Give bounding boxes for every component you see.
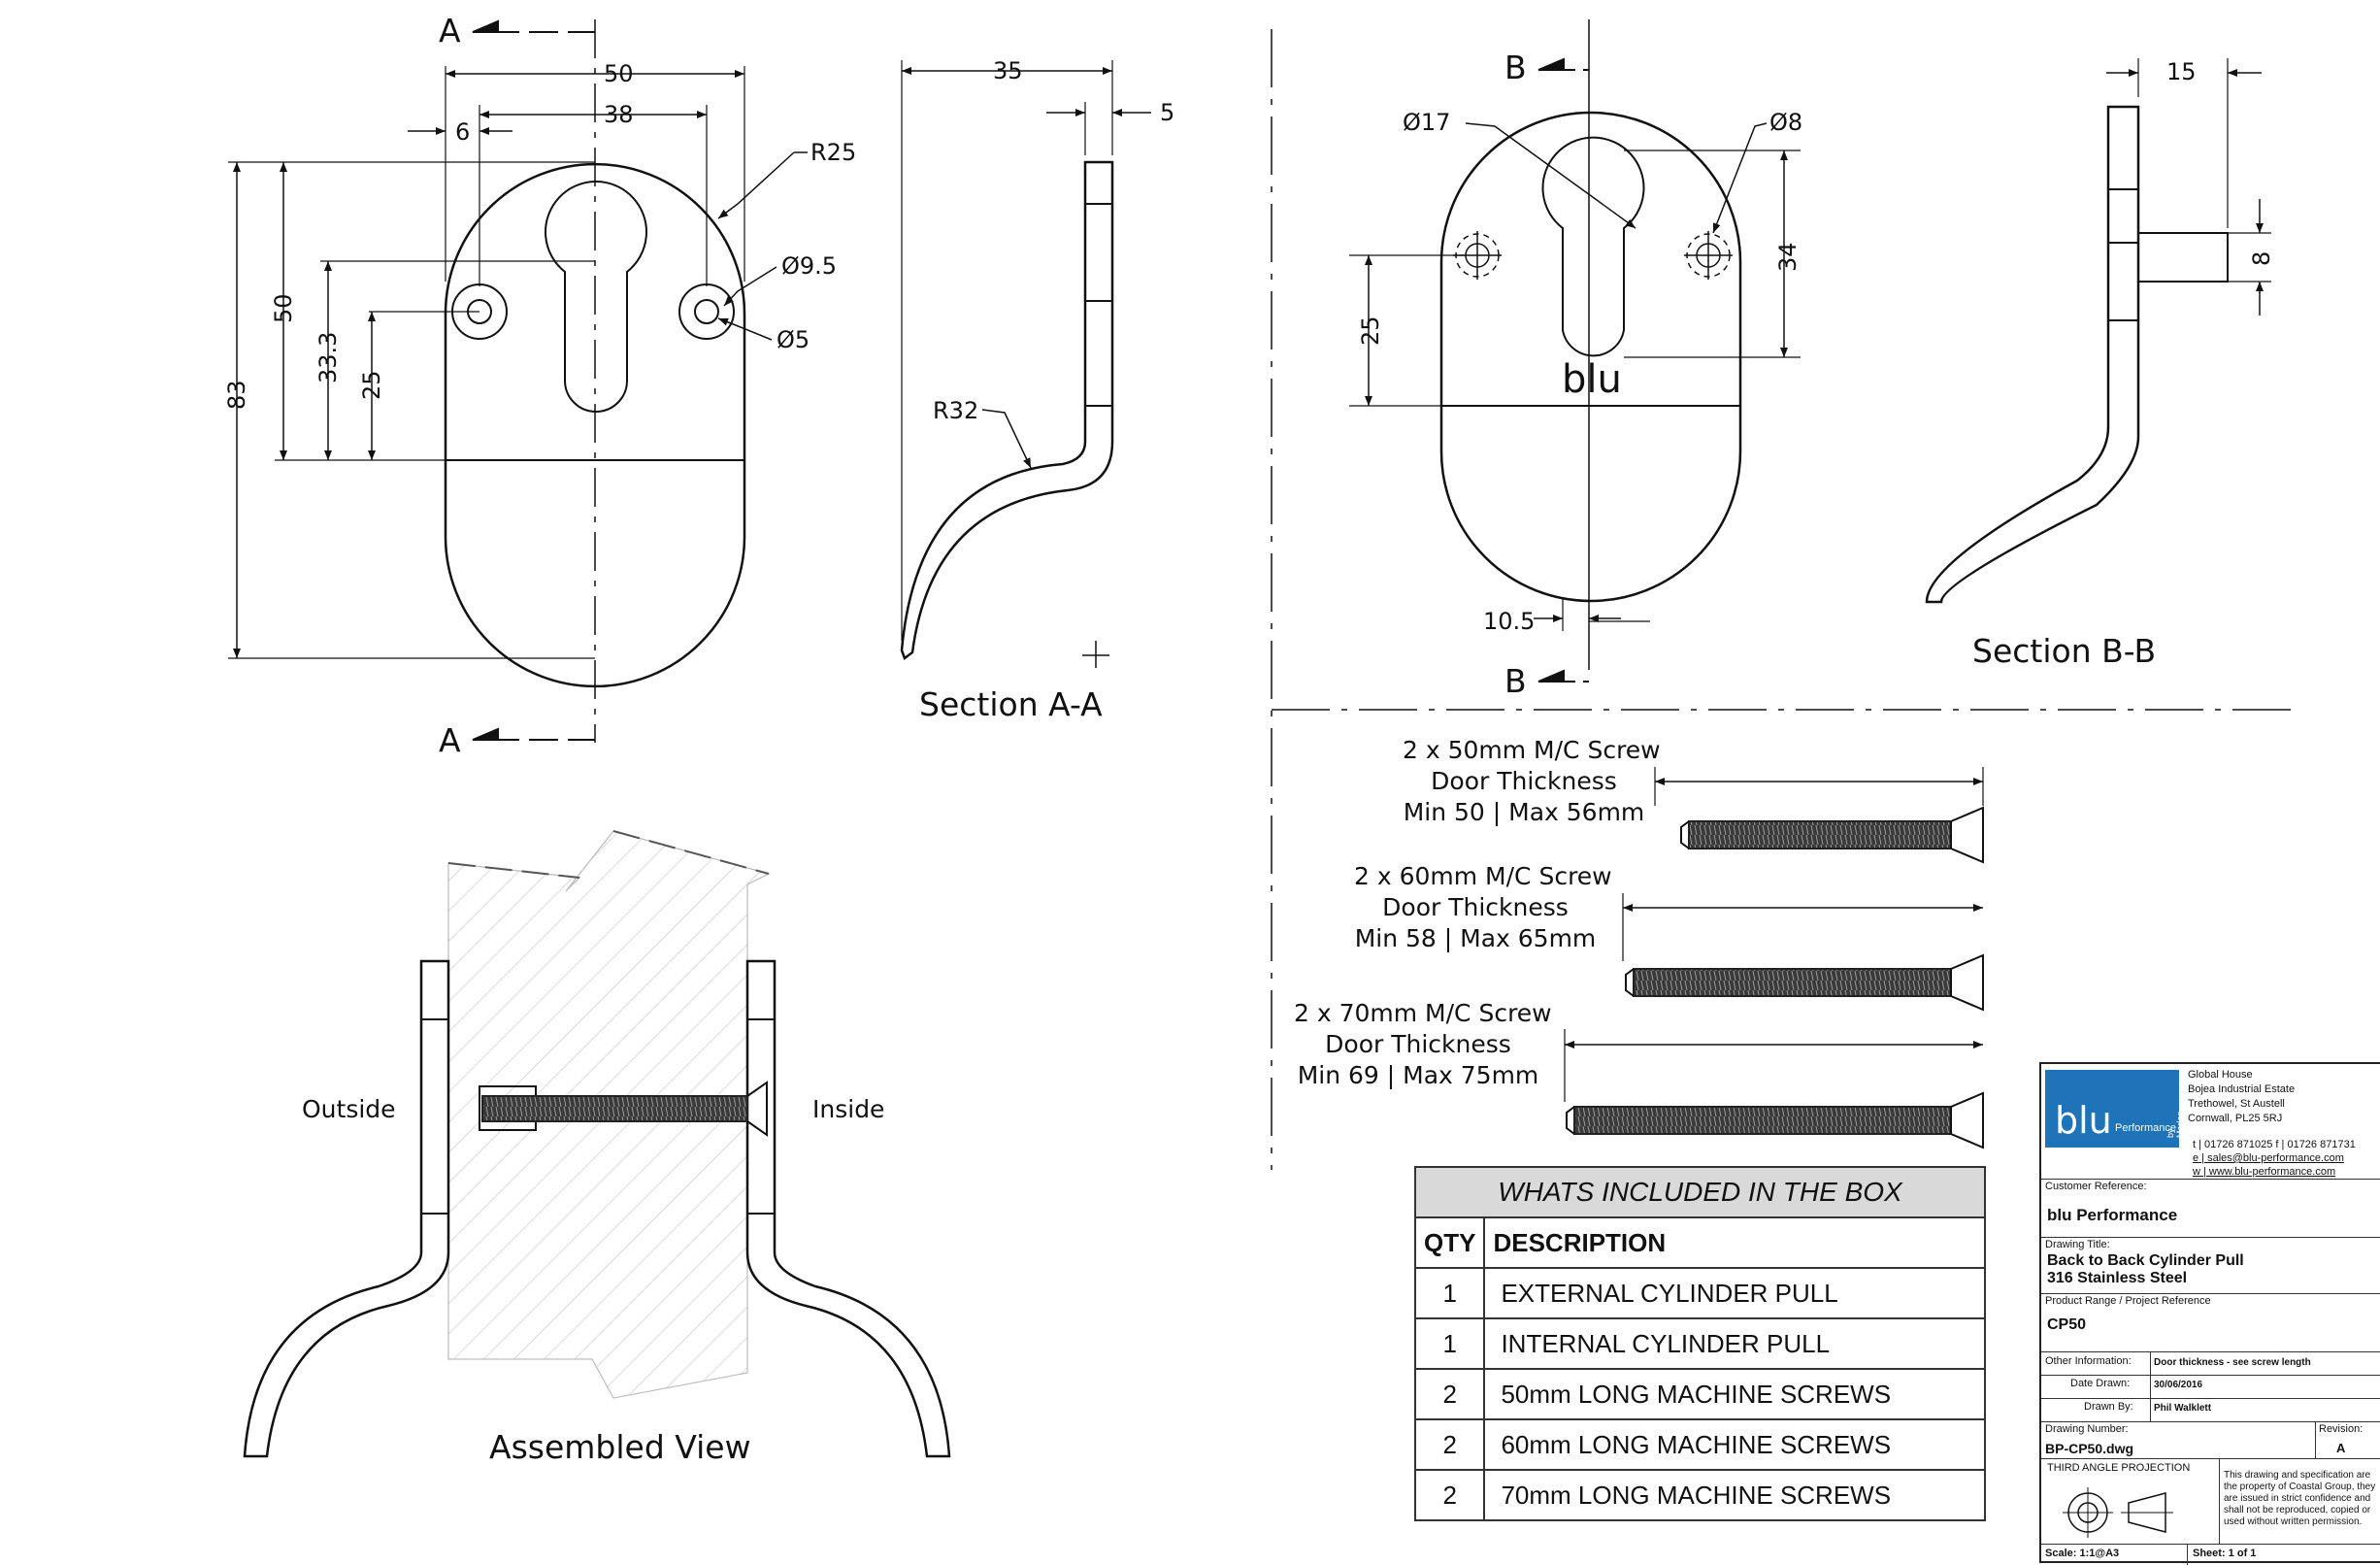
date-label: Date Drawn: — [2070, 1378, 2131, 1389]
revision-value: A — [2336, 1441, 2346, 1455]
company-logo: blu Performance by Marlen — [2045, 1070, 2185, 1148]
bom-qty: 1 — [1413, 1317, 1486, 1370]
dim-section-a-thickness: 5 — [1160, 99, 1175, 126]
dim-plate-offset: 10.5 — [1483, 608, 1536, 635]
bom-qty: 1 — [1413, 1267, 1486, 1319]
bom-title: WHATS INCLUDED IN THE BOX — [1414, 1166, 1986, 1218]
section-a-profile — [900, 160, 1114, 661]
confidential-note: This drawing and specification are the p… — [2224, 1470, 2376, 1527]
outside-label: Outside — [302, 1095, 396, 1123]
bom-col-desc: DESCRIPTION — [1483, 1216, 1986, 1269]
assembled-screw — [481, 1095, 748, 1122]
projection-label: THIRD ANGLE PROJECTION — [2047, 1462, 2191, 1474]
bom-qty: 2 — [1413, 1368, 1486, 1420]
drawing-title-label: Drawing Title: — [2045, 1239, 2110, 1250]
assembled-title: Assembled View — [489, 1428, 751, 1466]
section-b-pin — [2137, 232, 2229, 283]
title-block: blu Performance by Marlen Global House B… — [2039, 1062, 2380, 1565]
section-b-marker-top: B — [1504, 49, 1527, 86]
dim-radius: R25 — [810, 139, 857, 166]
bom-qty: 2 — [1413, 1469, 1486, 1521]
front-plate-outline — [444, 162, 746, 688]
front-keyhole — [545, 181, 647, 413]
drawn-by-value: Phil Walklett — [2154, 1403, 2212, 1414]
section-b-marker-bottom: B — [1504, 662, 1527, 700]
bom-qty: 2 — [1413, 1418, 1486, 1471]
dim-dia-small: Ø8 — [1769, 109, 1803, 136]
bom-desc: EXTERNAL CYLINDER PULL — [1483, 1267, 1986, 1319]
dim-height-upper: 50 — [270, 293, 297, 323]
dim-hole-dia: Ø9.5 — [781, 252, 838, 280]
drawn-by-label: Drawn By: — [2084, 1401, 2133, 1413]
section-a-marker-top: A — [439, 12, 461, 50]
company-contact: t | 01726 871025 f | 01726 871731 e | sa… — [2193, 1139, 2356, 1178]
dim-section-a-radius: R32 — [933, 397, 979, 424]
drawing-title-value: Back to Back Cylinder Pull 316 Stainless… — [2047, 1252, 2244, 1286]
section-a-title: Section A-A — [919, 685, 1103, 723]
bom-col-qty: QTY — [1413, 1216, 1486, 1269]
product-range-value: CP50 — [2047, 1316, 2087, 1333]
bom-table: WHATS INCLUDED IN THE BOX QTY DESCRIPTIO… — [1413, 1166, 1986, 1521]
front-view — [228, 19, 808, 743]
section-b-view — [1925, 58, 2271, 604]
screw-50 — [1688, 820, 1952, 849]
dim-height-34: 34 — [1774, 242, 1802, 272]
dim-offset: 6 — [455, 118, 471, 146]
drawing-number-value: BP-CP50.dwg — [2045, 1441, 2134, 1456]
scale-value: Scale: 1:1@A3 — [2045, 1548, 2120, 1559]
bom-desc: INTERNAL CYLINDER PULL — [1483, 1317, 1986, 1370]
dim-overall-width: 50 — [604, 60, 634, 87]
bom-desc: 50mm LONG MACHINE SCREWS — [1483, 1368, 1986, 1420]
screws — [1564, 767, 1984, 1149]
section-b-profile — [1925, 105, 2140, 604]
product-range-label: Product Range / Project Reference — [2045, 1295, 2211, 1307]
dim-dia-large: Ø17 — [1403, 109, 1451, 136]
revision-label: Revision: — [2319, 1423, 2363, 1435]
company-address: Global House Bojea Industrial Estate Tre… — [2188, 1069, 2296, 1124]
section-a-view — [900, 60, 1151, 668]
dim-hole-small: Ø5 — [777, 326, 810, 353]
dim-height-mid: 33.3 — [314, 331, 342, 383]
section-a-marker-bottom: A — [439, 721, 461, 759]
customer-ref-label: Customer Reference: — [2045, 1181, 2147, 1192]
plate-brand-text: blu — [1562, 357, 1622, 402]
screw-60 — [1633, 968, 1952, 997]
screw-70 — [1573, 1106, 1952, 1135]
dim-hole-spacing: 38 — [604, 101, 634, 128]
assembled-view — [243, 830, 951, 1458]
section-b-title: Section B-B — [1972, 632, 2157, 670]
dim-height-25: 25 — [1357, 316, 1384, 346]
plate-keyhole — [1541, 136, 1645, 357]
sheet-value: Sheet: 1 of 1 — [2193, 1548, 2257, 1559]
inside-label: Inside — [812, 1095, 885, 1123]
plate-outline — [1439, 111, 1742, 603]
other-info-value: Door thickness - see screw length — [2154, 1357, 2311, 1368]
dim-height-total: 83 — [223, 380, 250, 410]
date-value: 30/06/2016 — [2154, 1380, 2203, 1390]
customer-ref-value: blu Performance — [2047, 1206, 2178, 1224]
third-angle-projection-symbol — [2063, 1487, 2173, 1538]
dim-height-low: 25 — [358, 370, 385, 400]
other-info-label: Other Information: — [2045, 1355, 2132, 1367]
dim-section-a-depth: 35 — [993, 57, 1023, 84]
dim-section-b-depth: 15 — [2166, 58, 2197, 85]
bom-desc: 60mm LONG MACHINE SCREWS — [1483, 1418, 1986, 1471]
bom-desc: 70mm LONG MACHINE SCREWS — [1483, 1469, 1986, 1521]
dim-section-b-pin: 8 — [2248, 250, 2275, 266]
plate-view — [1349, 19, 1801, 683]
drawing-number-label: Drawing Number: — [2045, 1423, 2129, 1435]
